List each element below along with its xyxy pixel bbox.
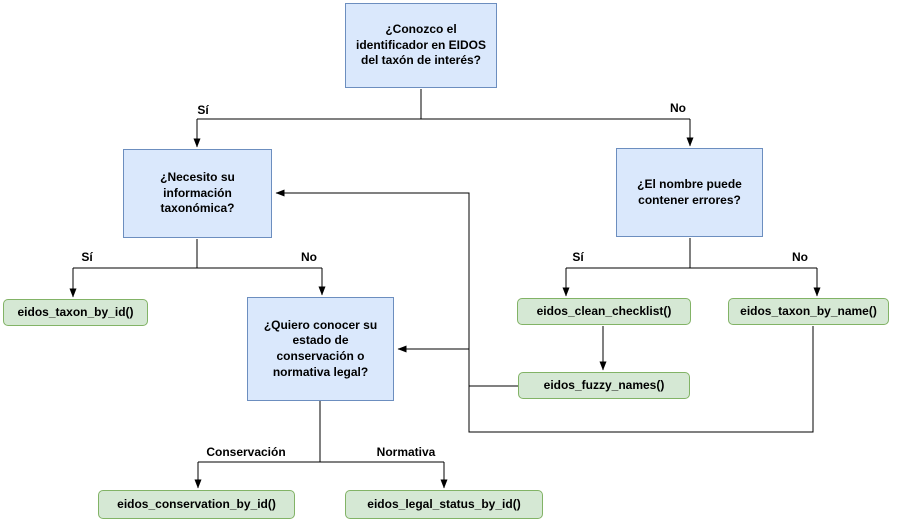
- node-label: ¿Conozco el identificador en EIDOS del t…: [355, 22, 487, 68]
- node-label: eidos_taxon_by_id(): [17, 304, 134, 319]
- node-function-taxon-by-name: eidos_taxon_by_name(): [728, 298, 889, 325]
- edge-label-errores-no: No: [790, 250, 810, 264]
- edge-label-taxonomia-yes: Sí: [79, 250, 95, 264]
- node-label: ¿Quiero conocer su estado de conservació…: [263, 317, 378, 379]
- edge-label-normativa: Normativa: [374, 445, 438, 459]
- connector-byname-to-taxonomia: [275, 189, 814, 433]
- node-label: eidos_legal_status_by_id(): [367, 496, 521, 511]
- node-question-conservacion-normativa: ¿Quiero conocer su estado de conservació…: [247, 297, 394, 401]
- node-function-fuzzy-names: eidos_fuzzy_names(): [518, 372, 690, 399]
- node-question-conozco-identificador: ¿Conozco el identificador en EIDOS del t…: [345, 3, 497, 88]
- node-label: eidos_taxon_by_name(): [740, 303, 877, 318]
- node-function-legal-status-by-id: eidos_legal_status_by_id(): [345, 490, 543, 519]
- node-label: ¿El nombre puede contener errores?: [637, 176, 742, 207]
- edge-label-taxonomia-no: No: [299, 250, 319, 264]
- edge-label-errores-yes: Sí: [570, 250, 586, 264]
- node-label: eidos_fuzzy_names(): [543, 377, 665, 392]
- node-function-taxon-by-id: eidos_taxon_by_id(): [3, 299, 148, 326]
- node-label: ¿Necesito su información taxonómica?: [160, 170, 235, 216]
- node-function-clean-checklist: eidos_clean_checklist(): [517, 298, 691, 325]
- node-label: eidos_clean_checklist(): [536, 303, 672, 318]
- edge-label-root-yes: Sí: [195, 103, 211, 117]
- edge-label-conservacion: Conservación: [204, 445, 288, 459]
- node-function-conservation-by-id: eidos_conservation_by_id(): [98, 490, 295, 519]
- node-question-necesito-taxonomia: ¿Necesito su información taxonómica?: [123, 149, 272, 238]
- node-label: eidos_conservation_by_id(): [117, 496, 276, 511]
- node-question-nombre-errores: ¿El nombre puede contener errores?: [616, 148, 763, 237]
- edge-label-root-no: No: [668, 101, 688, 115]
